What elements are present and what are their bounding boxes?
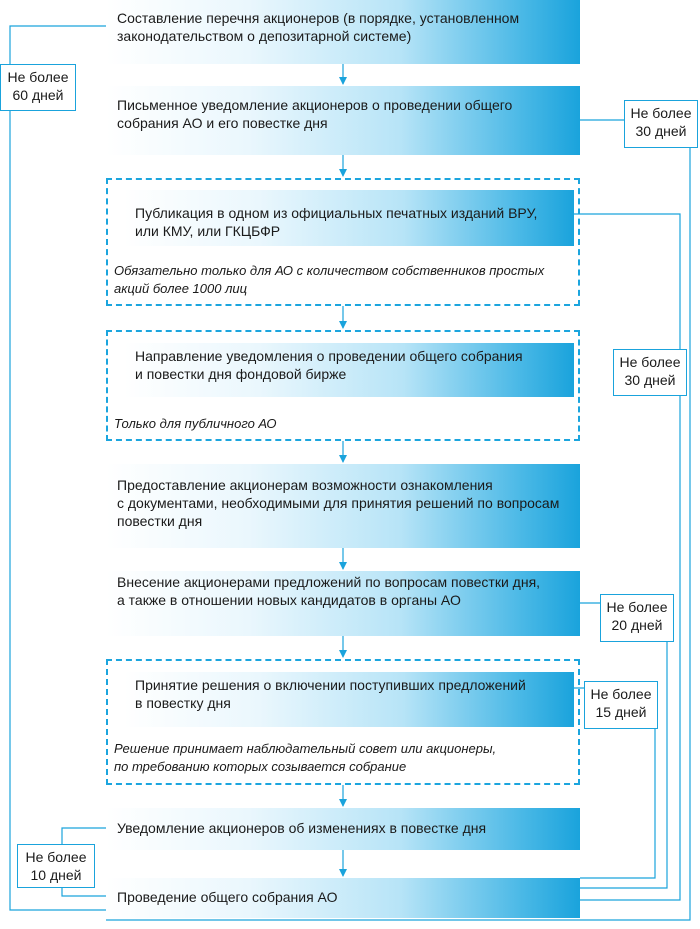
step-text: Проведение общего собрания АО xyxy=(117,889,338,905)
step-text: с документами, необходимыми для принятия… xyxy=(117,495,560,511)
step-text: Письменное уведомление акционеров о пров… xyxy=(117,97,513,113)
step-text: или КМУ, или ГКЦБФР xyxy=(135,223,281,239)
dashed-group-exchange xyxy=(106,330,580,441)
note-text: по требованию которых созывается собрани… xyxy=(114,759,407,774)
step-text: повестки дня xyxy=(117,513,203,529)
deadline-label-60-days: Не более 60 дней xyxy=(0,64,76,111)
note-text: Обязательно только для АО с количеством … xyxy=(114,263,545,278)
note-text: акций более 1000 лиц xyxy=(114,281,248,296)
deadline-text: Не более xyxy=(590,686,652,702)
step-text: Направление уведомления о проведении общ… xyxy=(135,348,523,364)
step-text: в повестку дня xyxy=(135,695,231,711)
step-proposals: Внесение акционерами предложений по вопр… xyxy=(106,571,580,636)
bracket-20-days xyxy=(580,602,668,889)
bracket-30-days-b xyxy=(574,213,681,901)
deadline-text: Не более xyxy=(25,849,87,865)
note-exchange: Только для публичного АО xyxy=(114,415,276,433)
step-text: законодательством о депозитарной системе… xyxy=(117,28,412,44)
bracket-60-days xyxy=(9,25,106,911)
deadline-label-10-days: Не более 10 дней xyxy=(17,844,95,888)
step-text: Уведомление акционеров об изменениях в п… xyxy=(117,820,487,836)
note-publication: Обязательно только для АО с количеством … xyxy=(114,262,544,298)
step-text: а также в отношении новых кандидатов в о… xyxy=(117,592,461,608)
deadline-text: Не более xyxy=(630,105,692,121)
step-written-notice: Письменное уведомление акционеров о пров… xyxy=(106,86,580,155)
deadline-text: Не более xyxy=(7,69,69,85)
step-text: Внесение акционерами предложений по вопр… xyxy=(117,574,541,590)
deadline-text: 30 дней xyxy=(624,372,676,388)
deadline-label-20-days: Не более 20 дней xyxy=(600,594,674,642)
deadline-text: 20 дней xyxy=(611,617,663,633)
deadline-label-15-days: Не более 15 дней xyxy=(584,681,658,729)
step-document-access: Предоставление акционерам возможности оз… xyxy=(106,464,580,548)
note-text: Только для публичного АО xyxy=(114,416,277,431)
step-agenda-change-notice: Уведомление акционеров об изменениях в п… xyxy=(106,808,580,850)
step-official-publication: Публикация в одном из официальных печатн… xyxy=(124,190,574,246)
step-text: и повестки дня фондовой бирже xyxy=(135,366,347,382)
deadline-label-30-days-a: Не более 30 дней xyxy=(624,100,698,148)
deadline-text: Не более xyxy=(606,599,668,615)
deadline-text: 15 дней xyxy=(595,704,647,720)
note-text: Решение принимает наблюдательный совет и… xyxy=(114,741,497,756)
note-decision: Решение принимает наблюдательный совет и… xyxy=(114,740,496,776)
step-text: Публикация в одном из официальных печатн… xyxy=(135,205,538,221)
step-text: Составление перечня акционеров (в порядк… xyxy=(117,10,520,26)
deadline-text: 60 дней xyxy=(12,87,64,103)
deadline-label-30-days-b: Не более 30 дней xyxy=(613,349,687,396)
step-text: Принятие решения о включении поступивших… xyxy=(135,677,526,693)
dashed-group-publication xyxy=(106,178,580,306)
deadline-text: Не более xyxy=(619,354,681,370)
step-text: собрания АО и его повестке дня xyxy=(117,115,328,131)
dashed-group-decision xyxy=(106,659,580,785)
step-shareholder-list: Составление перечня акционеров (в порядк… xyxy=(106,0,580,64)
step-general-meeting: Проведение общего собрания АО xyxy=(106,878,580,918)
step-text: Предоставление акционерам возможности оз… xyxy=(117,477,493,493)
deadline-text: 30 дней xyxy=(635,123,687,139)
step-agenda-decision: Принятие решения о включении поступивших… xyxy=(124,672,574,727)
step-exchange-notice: Направление уведомления о проведении общ… xyxy=(124,343,574,397)
deadline-text: 10 дней xyxy=(30,867,82,883)
